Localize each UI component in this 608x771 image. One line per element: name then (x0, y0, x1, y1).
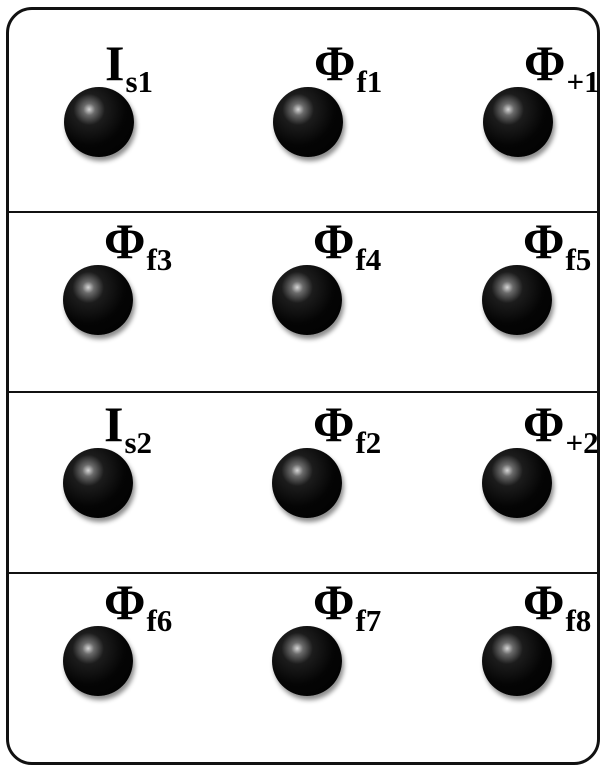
pin-symbol: Φ (104, 574, 146, 630)
pin-phi-f7: Φf7 (272, 577, 381, 696)
pin-symbol: Φ (313, 574, 355, 630)
pin-subscript: s2 (124, 425, 153, 460)
row-divider-1 (9, 211, 597, 213)
pin-phi-plus2: Φ+2 (482, 399, 599, 518)
pin-symbol: Φ (314, 35, 356, 91)
row-divider-2 (9, 391, 597, 393)
pin-symbol: Φ (523, 213, 565, 269)
pin-phi-plus1: Φ+1 (483, 38, 600, 157)
pin-subscript: f5 (565, 242, 592, 277)
pin-ball (482, 448, 552, 518)
pin-subscript: f2 (355, 425, 382, 460)
pin-symbol: Φ (524, 35, 566, 91)
pin-ball (482, 265, 552, 335)
pin-subscript: f7 (355, 603, 382, 638)
pin-symbol: Φ (313, 396, 355, 452)
pin-label: Is1 (105, 35, 153, 97)
pin-ball (272, 626, 342, 696)
pin-ball (63, 265, 133, 335)
pin-label: Φ+1 (524, 35, 600, 97)
pin-subscript: f8 (565, 603, 592, 638)
pin-symbol: I (105, 35, 125, 91)
pin-subscript: f3 (146, 242, 173, 277)
pin-symbol: I (104, 396, 124, 452)
pin-phi-f5: Φf5 (482, 216, 591, 335)
pin-ball (63, 448, 133, 518)
pin-label: Φf5 (523, 213, 591, 275)
pin-label: Φ+2 (523, 396, 599, 458)
pin-label: Φf1 (314, 35, 382, 97)
pin-label: Φf8 (523, 574, 591, 636)
pin-phi-f1: Φf1 (273, 38, 382, 157)
pin-phi-f2: Φf2 (272, 399, 381, 518)
pin-subscript: f6 (146, 603, 173, 638)
pin-phi-f8: Φf8 (482, 577, 591, 696)
pin-symbol: Φ (313, 213, 355, 269)
pin-is2: Is2 (63, 399, 152, 518)
pin-symbol: Φ (104, 213, 146, 269)
pin-subscript: +1 (566, 64, 600, 99)
pin-label: Φf3 (104, 213, 172, 275)
pin-subscript: f4 (355, 242, 382, 277)
pin-phi-f3: Φf3 (63, 216, 172, 335)
pin-symbol: Φ (523, 574, 565, 630)
pin-ball (63, 626, 133, 696)
pin-is1: Is1 (64, 38, 153, 157)
pin-label: Φf2 (313, 396, 381, 458)
pin-ball (272, 448, 342, 518)
pin-ball (483, 87, 553, 157)
pin-ball (64, 87, 134, 157)
pin-symbol: Φ (523, 396, 565, 452)
pin-label: Is2 (104, 396, 152, 458)
pin-label: Φf6 (104, 574, 172, 636)
pin-subscript: +2 (565, 425, 599, 460)
pin-subscript: s1 (125, 64, 154, 99)
row-divider-3 (9, 572, 597, 574)
pin-ball (272, 265, 342, 335)
pin-phi-f4: Φf4 (272, 216, 381, 335)
pin-label: Φf4 (313, 213, 381, 275)
pin-ball (482, 626, 552, 696)
pin-phi-f6: Φf6 (63, 577, 172, 696)
pin-subscript: f1 (356, 64, 383, 99)
pin-ball (273, 87, 343, 157)
pin-label: Φf7 (313, 574, 381, 636)
